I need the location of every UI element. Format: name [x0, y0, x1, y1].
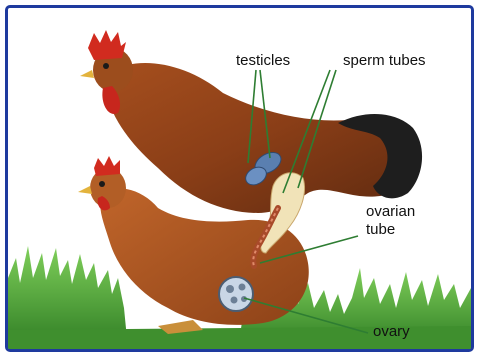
label-tube: tube [366, 221, 395, 238]
ovary-diagram [219, 277, 253, 311]
label-testicles: testicles [236, 52, 290, 69]
label-ovary: ovary [373, 323, 410, 340]
label-ovarian: ovarian [366, 203, 415, 220]
label-sperm-tubes: sperm tubes [343, 52, 426, 69]
chicken-reproduction-illustration: testicles sperm tubes ovarian tube ovary [8, 8, 471, 349]
diagram-frame: testicles sperm tubes ovarian tube ovary [5, 5, 474, 352]
